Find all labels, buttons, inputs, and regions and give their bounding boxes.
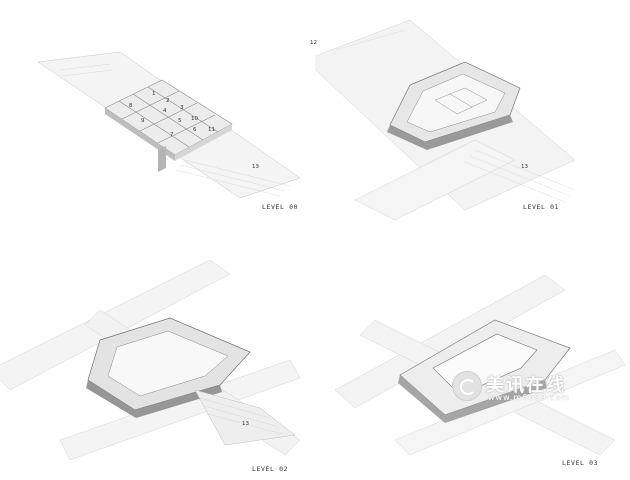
zone-number: 12 [310,40,317,46]
ring-roof-inner [406,73,506,133]
axonometric-drawing-level-03 [334,274,626,456]
platform-side [105,108,175,161]
room-number: 4 [163,108,167,114]
level-label: LEVEL 03 [562,459,599,467]
level-label: LEVEL 02 [252,465,289,473]
room-number: 1 [152,91,156,97]
room-walls [118,86,219,148]
room-number: 7 [170,132,174,138]
axonometric-drawing-level-02 [0,259,301,461]
axonometric-drawing-level-00 [37,51,301,199]
diagram-panel-level-03: LEVEL 03 [315,240,630,480]
zone-number: 13 [242,421,249,427]
room-number: 11 [208,127,215,133]
zone-number: 13 [252,164,259,170]
room-number: 3 [180,105,184,111]
court-lines [434,87,488,115]
diagram-panel-level-00: 1 2 3 4 5 6 7 8 9 10 11 13 LEVEL 00 [0,0,315,240]
diagram-panel-level-02: 13 LEVEL 02 [0,240,315,480]
room-number: 6 [193,127,197,133]
room-number: 5 [178,118,182,124]
zone-number: 13 [521,164,528,170]
room-number: 9 [141,118,145,124]
watermark-logo-icon [452,371,482,401]
platform-front [175,124,232,161]
hatch-lines [199,397,283,435]
room-number: 10 [191,116,198,122]
level-label: LEVEL 00 [262,203,299,211]
room-number: 8 [129,103,133,109]
crossing-band-a [334,274,566,409]
hatch-lines [334,29,576,203]
watermark: 美讯在线 www.m6699.com [452,367,592,407]
stair-block [158,146,166,172]
crossing-strip [354,139,516,221]
hatch-lines [59,63,291,197]
level-label: LEVEL 01 [523,203,560,211]
ring-shadow [86,380,222,418]
ring-inner [107,330,229,397]
ring-roof-shadow [387,115,513,150]
watermark-text: 美讯在线 [486,375,566,396]
watermark-url: www.m6699.com [488,393,571,402]
room-number: 2 [166,98,170,104]
axonometric-drawing-level-01 [315,19,576,221]
roof-edge [398,375,547,423]
diagram-panel-level-01: 12 13 LEVEL 01 [310,0,630,240]
